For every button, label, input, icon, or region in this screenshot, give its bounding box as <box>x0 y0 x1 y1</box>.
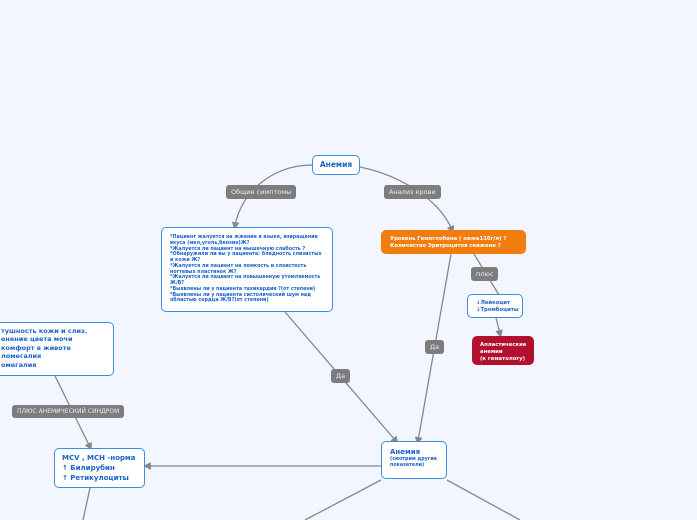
label-blood-test: Анализ крови <box>384 185 441 199</box>
mcv-mch-node[interactable]: MCV , MCH -норма ↑ Билирубин ↑ Ретикулоц… <box>54 448 145 488</box>
label-yes: Да <box>331 369 351 383</box>
symptom-line: енение цвета мочи <box>1 335 73 344</box>
symptom-line: комфорт в животе <box>1 343 71 352</box>
question: *Выявлены ли у пациента тахикардия ?(от … <box>170 286 316 292</box>
leuko-line: ↓Тромбоциты <box>476 306 519 313</box>
symptom-line: тушность кожи и слиз. <box>1 327 88 335</box>
label-general-symptoms: Общие симптомы <box>226 185 297 199</box>
symptom-line: ломегалия <box>1 352 42 361</box>
question: *Обнаружили ли вы у пациента: бледность … <box>170 252 322 263</box>
hemoglobin-line: Уровень Гемоглобина ( ниже110г/л) ? <box>390 236 507 242</box>
hemoglobin-line: Количество Эритроцитов снижено ? <box>390 243 501 250</box>
question: *Пациент жалуется на жжение в языке, изв… <box>170 235 318 246</box>
aplastic-line: Апластические анемии <box>480 342 527 355</box>
symptoms-questions-node[interactable]: *Пациент жалуется на жжение в языке, изв… <box>161 227 333 312</box>
leukocytes-node[interactable]: ↓Лейкоцит ↓Тромбоциты <box>467 294 523 318</box>
leuko-line: ↓Лейкоцит <box>476 300 511 306</box>
symptom-line: омегалия <box>1 360 37 369</box>
mcv-line: ↑ Ретикулоциты <box>62 474 129 483</box>
question: *Жалуется ли пациент на ломкость и слоис… <box>170 263 307 275</box>
label-plus: плюс <box>471 267 499 281</box>
anemia2-sub: (смотрим другие показатели) <box>390 457 437 469</box>
anemia-other-indicators-node[interactable]: Анемия (смотрим другие показатели) <box>381 441 447 479</box>
anemia2-title: Анемия <box>390 448 421 456</box>
hemolytic-symptoms-node[interactable]: тушность кожи и слиз. енение цвета мочи … <box>0 322 114 376</box>
label-yes: Да <box>425 340 445 354</box>
label-anemic-syndrome: ПЛЮС АНЕМИЧЕСКИЙ СИНДРОМ <box>12 405 125 418</box>
aplastic-line: (к гематологу) <box>480 355 525 362</box>
mcv-line: MCV , MCH -норма <box>62 454 136 462</box>
aplastic-anemia-node[interactable]: Апластические анемии (к гематологу) <box>472 336 534 365</box>
question: *Выявлены ли у пациента систолический шу… <box>170 292 312 304</box>
mcv-line: ↑ Билирубин <box>62 464 115 473</box>
root-node-anemia[interactable]: Анемия <box>312 155 360 175</box>
question: *Жалуется ли пациент на мышечную слабост… <box>170 246 306 252</box>
hemoglobin-node[interactable]: Уровень Гемоглобина ( ниже110г/л) ? Коли… <box>381 230 526 254</box>
question: *Жалуется ли пациент на повышенную утомл… <box>170 275 321 286</box>
